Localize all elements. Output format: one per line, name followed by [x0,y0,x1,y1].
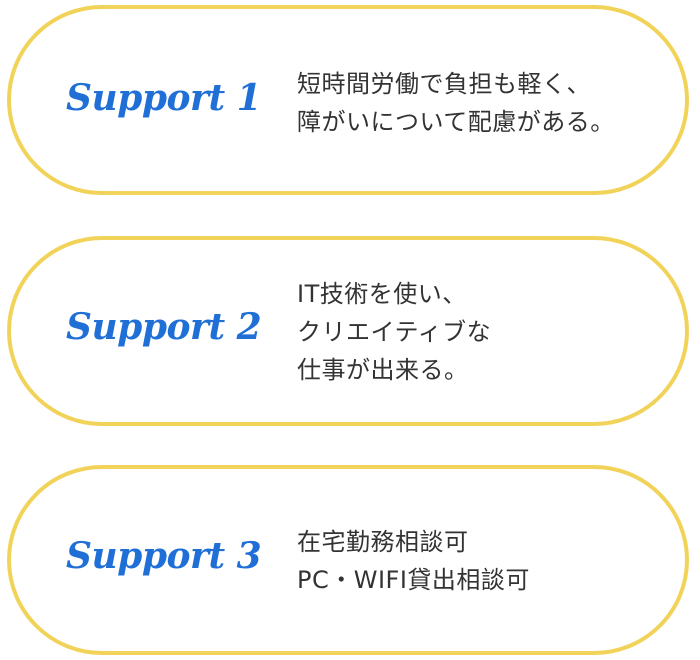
support-2-line-1: IT技術を使い、 [297,280,467,308]
support-1-line-1: 短時間労働で負担も軽く、 [297,70,591,98]
support-2-line-2: クリエイティブな [297,318,492,346]
support-1-line-2: 障がいについて配慮がある。 [297,108,615,136]
support-2-label: Support 2 [66,306,262,348]
support-card-1: Support 1 短時間労働で負担も軽く、 障がいについて配慮がある。 [7,5,689,195]
support-3-line-1: 在宅勤務相談可 [297,528,469,556]
support-2-description: IT技術を使い、 クリエイティブな 仕事が出来る。 [297,275,665,389]
support-3-label: Support 3 [66,535,262,577]
support-3-description: 在宅勤務相談可 PC・WIFI貸出相談可 [297,523,665,599]
support-card-2: Support 2 IT技術を使い、 クリエイティブな 仕事が出来る。 [7,236,689,426]
support-card-3: Support 3 在宅勤務相談可 PC・WIFI貸出相談可 [7,465,689,655]
support-2-line-3: 仕事が出来る。 [297,356,469,384]
support-1-description: 短時間労働で負担も軽く、 障がいについて配慮がある。 [297,65,665,141]
support-3-line-2: PC・WIFI貸出相談可 [297,566,530,594]
support-1-label: Support 1 [66,77,262,119]
